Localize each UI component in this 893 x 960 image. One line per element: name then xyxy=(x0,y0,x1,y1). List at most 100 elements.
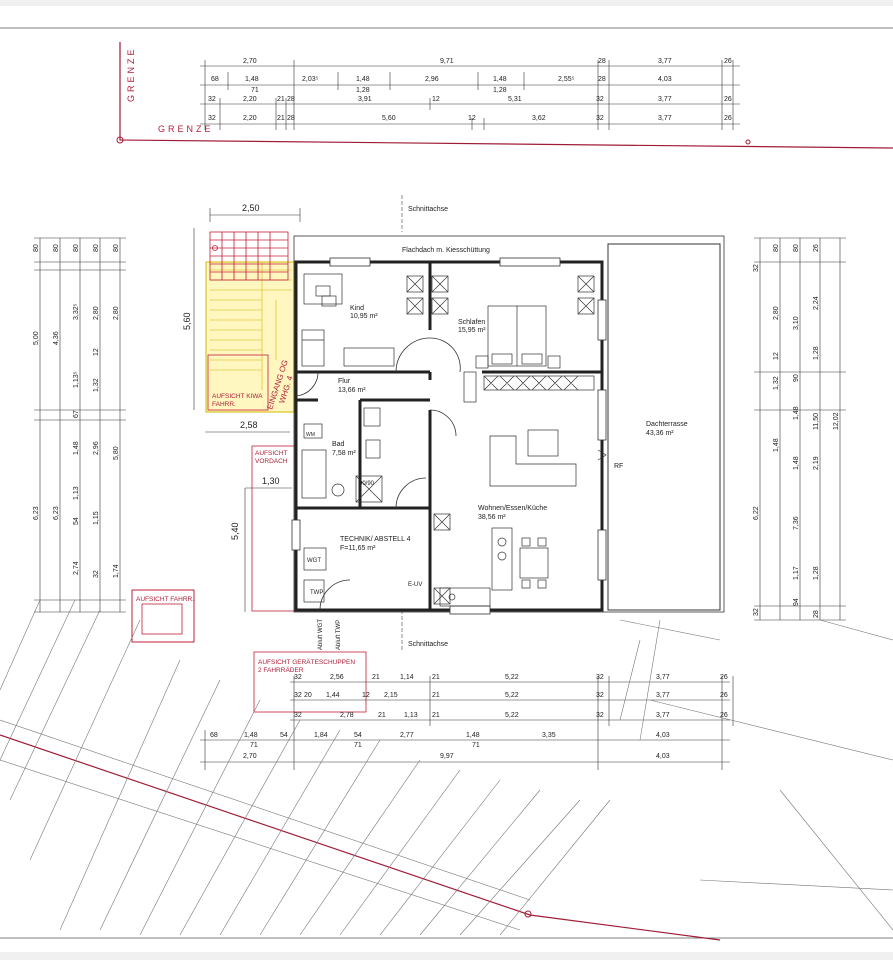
flat-roof-label: Flachdach m. Kiesschüttung xyxy=(402,247,490,254)
dim-bot4-2: 54 xyxy=(280,732,288,739)
dim-bot4-6: 1,48 xyxy=(466,732,480,739)
dim-top4-3: 28 xyxy=(287,96,295,103)
dim-bot5-2: 71 xyxy=(472,742,480,749)
dim-left-c8: 2,74 xyxy=(73,561,80,575)
dim-top2-4: 2,96 xyxy=(425,76,439,83)
dim-right-c0: 26 xyxy=(813,244,820,252)
dim-top2-3: 1,48 xyxy=(356,76,370,83)
dim-bot2-7: 32 xyxy=(596,692,604,699)
building-walls xyxy=(291,257,607,615)
dim-top4-7: 32 xyxy=(596,96,604,103)
dim-bot2-0: 32 xyxy=(294,692,302,699)
dim-right-b4: 90 xyxy=(793,374,800,382)
dim-bot4-3: 1,84 xyxy=(314,732,328,739)
dim-left-9: 5,00 xyxy=(33,331,40,345)
dim-left-c3: 1,13⁵ xyxy=(73,371,80,388)
room-labels: Kind 10,95 m² Schlafen 15,95 m² Flur 13,… xyxy=(306,305,547,650)
dim-right-b1: 80 xyxy=(793,244,800,252)
room-kind-area: 10,95 m² xyxy=(350,313,378,320)
dim-bot2-8: 3,77 xyxy=(656,692,670,699)
room-flur-name: Flur xyxy=(338,378,351,385)
dim-bot3-4: 21 xyxy=(432,712,440,719)
room-technik-name: TECHNIK/ ABSTELL 4 xyxy=(340,536,411,543)
dim-right-b9: 94 xyxy=(793,598,800,606)
dim-bot3-7: 3,77 xyxy=(656,712,670,719)
dim-stair-width: 2,50 xyxy=(242,203,260,213)
label-geraeteschuppen: AUFSICHT GERÄTESCHUPPEN xyxy=(258,658,355,666)
dim-bot2-1: 20 xyxy=(304,692,312,699)
dim-bot3-6: 32 xyxy=(596,712,604,719)
dim-bot3-0: 32 xyxy=(294,712,302,719)
dim-top1-4: 26 xyxy=(724,58,732,65)
dim-left-d2: 12 xyxy=(93,348,100,356)
label-aufsicht-fahrr: AUFSICHT FAHRR. xyxy=(136,596,194,603)
label-wgt: WGT xyxy=(307,558,321,564)
dim-bot2-4: 2,15 xyxy=(384,692,398,699)
staircase: AUFSICHT KIWA FAHRR. EINGANG OG WHG. 4 xyxy=(205,231,295,413)
label-rf: RF xyxy=(614,463,623,470)
top-margin-strip xyxy=(0,0,893,6)
dim-top4-9: 26 xyxy=(724,96,732,103)
dim-right-6: 1,48 xyxy=(773,438,780,452)
label-abluft-twp: Abluft TWP xyxy=(336,620,342,650)
dim-porch-depth: 1,30 xyxy=(262,476,280,486)
dim-right-b3: 3,10 xyxy=(793,316,800,330)
dim-right-c6: 1,28 xyxy=(813,566,820,580)
dim-top2-0: 68 xyxy=(211,76,219,83)
dim-left-c5: 1,48 xyxy=(73,441,80,455)
dim-top5-8: 3,77 xyxy=(658,115,672,122)
dim-bot1-7: 3,77 xyxy=(656,674,670,681)
label-ew: E-UV xyxy=(408,582,422,588)
dim-left-e2: 5,80 xyxy=(113,446,120,460)
dim-bot1-0: 32 xyxy=(294,674,302,681)
shafts xyxy=(406,275,595,605)
room-wohnen-area: 38,56 m² xyxy=(478,514,506,521)
dim-top3-0: 71 xyxy=(251,87,259,94)
section-axis-top-label: Schnittachse xyxy=(408,206,448,213)
boundary-label: GRENZE xyxy=(158,124,214,134)
left-dimension-text: 80 5,00 6,23 80 4,36 6,23 80 3,32⁵ 1,13⁵… xyxy=(33,244,120,578)
dim-bot4-7: 3,35 xyxy=(542,732,556,739)
dim-right-c5: 2,19 xyxy=(813,456,820,470)
dim-right-c3: 1,28 xyxy=(813,346,820,360)
dim-right-c2: 2,24 xyxy=(813,296,820,310)
dim-left-c2: 3,32⁵ xyxy=(73,303,80,320)
flat-roof: Flachdach m. Kiesschüttung xyxy=(293,235,725,613)
dim-top4-6: 5,31 xyxy=(508,96,522,103)
dim-top5-2: 21 xyxy=(277,115,285,122)
label-shower: 90/90 xyxy=(359,481,375,487)
dim-bot3-1: 2,78 xyxy=(340,712,354,719)
dim-right-c7: 28 xyxy=(813,610,820,618)
dim-top5-6: 3,62 xyxy=(532,115,546,122)
dim-porch-width: 2,58 xyxy=(240,420,258,430)
dim-bot6-0: 2,70 xyxy=(243,753,257,760)
top-dimension-text: 2,70 9,71 28 3,77 26 68 1,48 2,03⁵ 1,48 … xyxy=(208,58,732,122)
dim-bot2-3: 12 xyxy=(362,692,370,699)
dim-right-c4: 11,50 xyxy=(813,413,820,430)
dim-top1-2: 28 xyxy=(598,58,606,65)
roof-terrace: Dachterrasse 43,36 m² RF xyxy=(597,243,721,611)
dim-top5-5: 12 xyxy=(468,115,476,122)
boundary-label-vertical: GRENZE xyxy=(126,46,136,102)
label-fahrr: FAHRR. xyxy=(212,401,236,408)
dim-bot2-2: 1,44 xyxy=(326,692,340,699)
room-schlafen-name: Schlafen xyxy=(458,319,485,326)
dim-left-c4: 67 xyxy=(73,410,80,418)
room-flur-area: 13,66 m² xyxy=(338,387,366,394)
dim-top4-5: 12 xyxy=(432,96,440,103)
dim-top2-2: 2,03⁵ xyxy=(302,76,319,83)
dim-bot3-5: 5,22 xyxy=(505,712,519,719)
dim-right-0: 32 xyxy=(753,264,760,272)
entrance-dims: 2,50 5,60 2,58 1,30 5,40 xyxy=(182,203,301,612)
bottom-margin-strip xyxy=(0,952,893,960)
dim-bot1-6: 32 xyxy=(596,674,604,681)
dim-top1-0: 2,70 xyxy=(243,58,257,65)
dim-top5-3: 28 xyxy=(287,115,295,122)
dim-left-e0: 80 xyxy=(113,244,120,252)
right-dimension-chains xyxy=(754,237,846,621)
dim-left-c6: 1,13 xyxy=(73,486,80,500)
dim-top4-4: 3,91 xyxy=(358,96,372,103)
terrace-area: 43,36 m² xyxy=(646,430,674,437)
top-dimension-chains xyxy=(200,60,740,130)
